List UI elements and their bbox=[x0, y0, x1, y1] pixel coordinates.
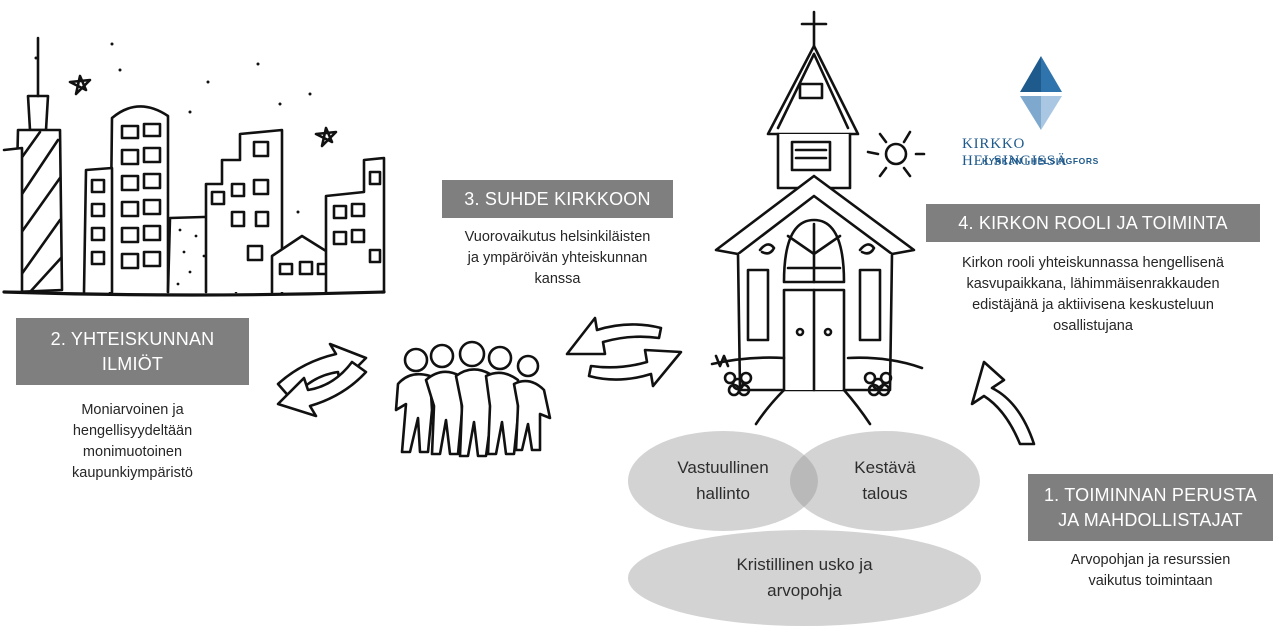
section-2-title-box: 2. YHTEISKUNNAN ILMIÖT bbox=[16, 318, 249, 385]
section-2-title-line1: 2. YHTEISKUNNAN bbox=[50, 328, 215, 349]
oval-governance-line: Vastuullinen bbox=[677, 458, 769, 477]
section-1-desc-line: Arvopohjan ja resurssien bbox=[1070, 552, 1231, 568]
section-3-title: 3. SUHDE KIRKKOON bbox=[464, 188, 651, 209]
section-2-desc-line: Moniarvoinen ja bbox=[81, 402, 184, 418]
oval-economy-line: talous bbox=[862, 484, 908, 503]
section-4-description: Kirkon rooli yhteiskunnassa hengellisenä… bbox=[928, 253, 1258, 337]
section-3-title-box: 3. SUHDE KIRKKOON bbox=[442, 180, 673, 218]
oval-economy: Kestävä talous bbox=[790, 431, 980, 531]
section-4-desc-line: osallistujana bbox=[1053, 318, 1133, 334]
people-group-illustration bbox=[394, 340, 552, 458]
kirkko-logo-icon bbox=[1020, 56, 1062, 130]
oval-economy-line: Kestävä bbox=[854, 458, 916, 477]
oval-faith: Kristillinen usko ja arvopohja bbox=[628, 530, 981, 626]
section-2-desc-line: monimuotoinen bbox=[82, 444, 183, 460]
section-1-title-box: 1. TOIMINNAN PERUSTA JA MAHDOLLISTAJAT bbox=[1028, 474, 1273, 541]
section-3-description: Vuorovaikutus helsinkiläisten ja ympäröi… bbox=[430, 227, 685, 290]
section-2-title-line2: ILMIÖT bbox=[101, 353, 164, 374]
section-4-title: 4. KIRKON ROOLI JA TOIMINTA bbox=[958, 212, 1228, 233]
sun-icon bbox=[866, 130, 926, 178]
section-4-desc-line: Kirkon rooli yhteiskunnassa hengellisenä bbox=[962, 255, 1224, 271]
church-illustration bbox=[710, 10, 924, 426]
oval-governance: Vastuullinen hallinto bbox=[628, 431, 818, 531]
logo-subtitle: KYRKAN I HELSINGFORS bbox=[982, 156, 1099, 166]
oval-faith-line: Kristillinen usko ja bbox=[736, 555, 873, 574]
oval-governance-line: hallinto bbox=[696, 484, 750, 503]
section-1-description: Arvopohjan ja resurssien vaikutus toimin… bbox=[1028, 550, 1273, 592]
cycle-arrows-left bbox=[276, 342, 368, 418]
logo-title: KIRKKO HELSINGISSÄ bbox=[962, 136, 1068, 169]
curved-arrow-up bbox=[970, 360, 1036, 446]
section-2-description: Moniarvoinen ja hengellisyydeltään monim… bbox=[16, 400, 249, 484]
section-4-title-box: 4. KIRKON ROOLI JA TOIMINTA bbox=[926, 204, 1260, 242]
section-1-desc-line: vaikutus toimintaan bbox=[1088, 573, 1213, 589]
section-3-desc-line: kanssa bbox=[534, 271, 581, 287]
section-1-title-line2: JA MAHDOLLISTAJAT bbox=[1058, 509, 1243, 530]
section-3-desc-line: Vuorovaikutus helsinkiläisten bbox=[464, 229, 651, 245]
oval-faith-line: arvopohja bbox=[767, 581, 842, 600]
cycle-arrows-middle bbox=[565, 316, 683, 388]
section-4-desc-line: edistäjänä ja aktiivisena keskusteluun bbox=[972, 297, 1214, 313]
section-3-desc-line: ja ympäröivän yhteiskunnan bbox=[467, 250, 648, 266]
section-2-desc-line: hengellisyydeltään bbox=[72, 423, 193, 439]
section-2-desc-line: kaupunkiympäristö bbox=[72, 465, 193, 481]
section-4-desc-line: kasvupaikkana, lähimmäisenrakkauden bbox=[966, 276, 1220, 292]
section-1-title-line1: 1. TOIMINNAN PERUSTA bbox=[1043, 484, 1258, 505]
city-skyline-illustration bbox=[2, 36, 386, 297]
